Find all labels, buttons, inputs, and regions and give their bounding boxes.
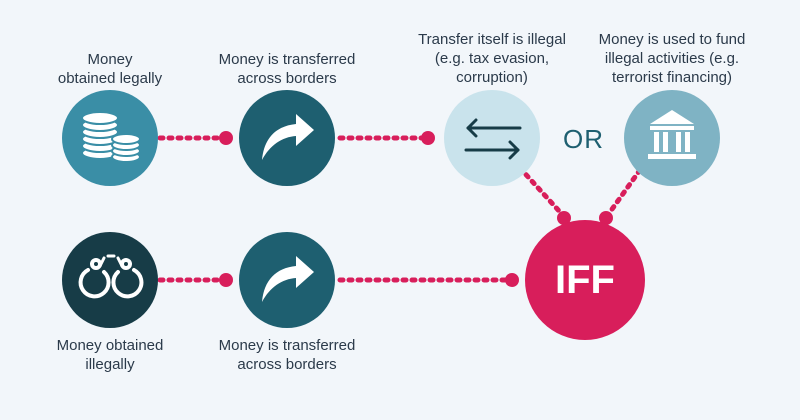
node-fund-illegal-circle	[624, 90, 720, 186]
label-transfer-illegal: Transfer itself is illegal (e.g. tax eva…	[418, 31, 566, 86]
label-money-legal: Money obtained legally	[57, 51, 163, 87]
node-transfer-top-circle	[239, 90, 335, 186]
node-transfer-bottom	[239, 232, 335, 328]
curved-arrow-icon	[262, 114, 314, 160]
handcuffs-icon	[78, 254, 144, 299]
or-label: OR	[563, 124, 604, 154]
connector-exchange-to-iff	[517, 165, 563, 215]
connector-dot	[219, 131, 233, 145]
label-money-illegal: Money obtained illegally	[56, 337, 164, 373]
node-transfer-illegal-circle	[444, 90, 540, 186]
label-transfer-bottom: Money is transferred across borders	[218, 337, 356, 373]
connector-lines	[157, 135, 643, 283]
coins-icon	[81, 111, 141, 163]
node-transfer-illegal	[444, 90, 540, 186]
iff-label: IFF	[555, 258, 615, 302]
node-transfer-bottom-circle	[239, 232, 335, 328]
connector-dot	[505, 273, 519, 287]
connector-bank-to-iff	[607, 167, 643, 215]
connector-dot	[557, 211, 571, 225]
node-iff-circle	[525, 220, 645, 340]
node-money-legal	[62, 90, 158, 186]
node-transfer-top	[239, 90, 335, 186]
connector-dot	[219, 273, 233, 287]
bank-building-icon	[648, 110, 696, 159]
connector-dot	[421, 131, 435, 145]
node-fund-illegal	[624, 90, 720, 186]
curved-arrow-icon	[262, 256, 314, 302]
label-fund-illegal: Money is used to fund illegal activities…	[598, 31, 746, 86]
node-iff	[525, 220, 645, 340]
label-transfer-top: Money is transferred across borders	[218, 51, 356, 87]
connector-dot	[599, 211, 613, 225]
connector-dots	[219, 131, 613, 287]
exchange-arrows-icon	[464, 118, 522, 160]
node-money-illegal	[62, 232, 158, 328]
